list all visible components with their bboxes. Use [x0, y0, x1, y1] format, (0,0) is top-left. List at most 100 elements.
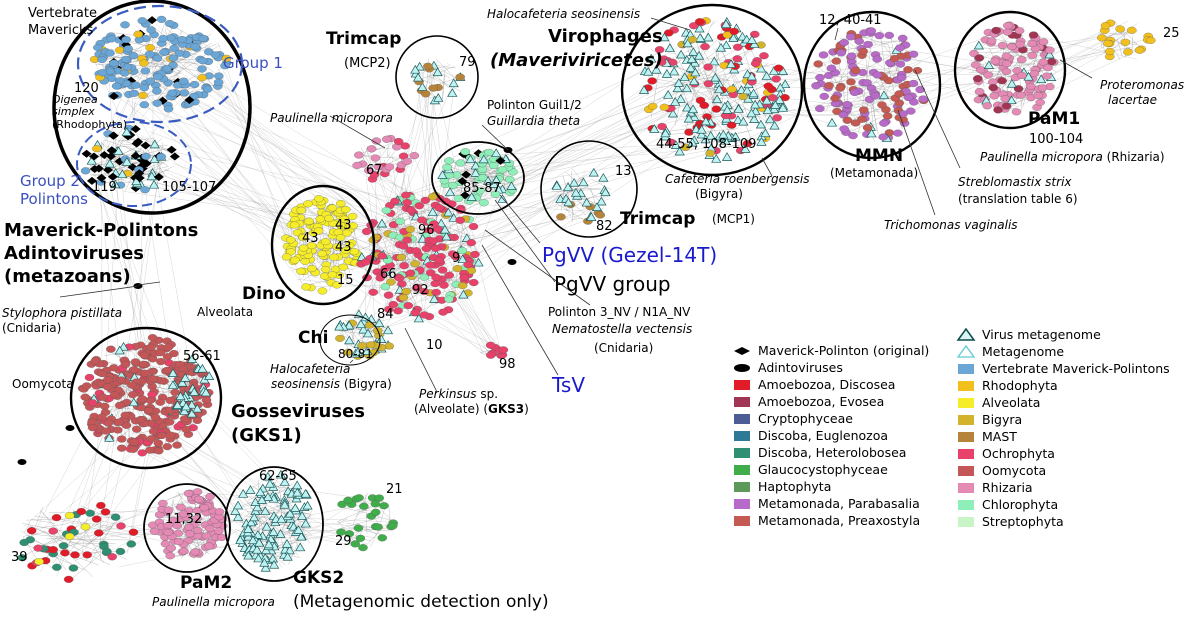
taxon-node: [327, 271, 338, 279]
taxon-node: [176, 503, 186, 511]
taxon-node: [281, 253, 292, 261]
taxon-node: [1033, 91, 1043, 99]
taxon-node: [908, 79, 919, 88]
edge: [39, 510, 77, 549]
taxon-node: [813, 60, 823, 68]
edge: [355, 522, 377, 535]
edge: [395, 188, 581, 209]
taxon-node: [130, 81, 141, 89]
metagenome-node: [149, 154, 160, 164]
taxon-node: [314, 195, 324, 203]
taxon-node: [145, 77, 156, 85]
vertebrate-mavericks-label-2: Mavericks: [28, 23, 94, 38]
metagenome-node: [722, 105, 733, 114]
taxon-node: [434, 256, 445, 264]
legend-label: Oomycota: [982, 463, 1046, 478]
taxon-node: [114, 401, 125, 409]
metagenome-node: [448, 78, 459, 88]
legend-label: Amoebozoa, Discosea: [758, 377, 895, 392]
taxon-node: [120, 360, 131, 368]
taxon-node: [438, 308, 448, 316]
legend-swatch: [734, 414, 750, 424]
metagenome-node: [686, 54, 697, 63]
taxon-node: [204, 524, 215, 532]
taxon-node: [1001, 102, 1012, 110]
taxon-node: [647, 102, 658, 110]
taxon-node: [327, 204, 338, 212]
taxon-node: [379, 502, 389, 510]
taxon-node: [839, 125, 849, 133]
taxon-node: [163, 343, 174, 351]
taxon-node: [192, 416, 203, 424]
metagenome-node: [568, 177, 580, 187]
taxon-node: [144, 406, 154, 415]
taxon-node: [140, 369, 150, 377]
metagenome-node: [344, 320, 355, 330]
metagenome-node: [728, 33, 739, 42]
metagenome-node: [1006, 78, 1017, 88]
taxon-node: [862, 124, 873, 132]
taxon-node: [401, 287, 411, 295]
edge: [1042, 30, 1134, 52]
edge: [573, 187, 601, 190]
taxon-node: [986, 37, 997, 45]
metagenome-node: [268, 559, 280, 569]
metagenome-node: [443, 207, 454, 217]
taxon-node: [131, 425, 142, 433]
edge: [368, 240, 376, 324]
taxon-node: [359, 502, 369, 510]
edge: [829, 81, 887, 91]
taxon-node: [1120, 38, 1131, 46]
edge: [847, 36, 849, 108]
edge: [167, 61, 426, 264]
edge: [421, 20, 719, 215]
edge: [216, 66, 299, 224]
taxon-node: [335, 234, 346, 242]
taxon-node: [457, 247, 468, 255]
trimcap2-sub: (MCP2): [344, 56, 391, 71]
metagenome-node: [1036, 74, 1047, 84]
taxon-node: [87, 424, 98, 432]
taxon-node: [858, 47, 868, 55]
taxon-node: [34, 558, 44, 566]
taxon-node: [344, 530, 355, 538]
taxon-node: [172, 441, 182, 449]
taxon-node: [395, 217, 405, 225]
maverick-polinton-node: [102, 165, 113, 174]
taxon-node: [864, 95, 875, 103]
metagenome-node: [700, 116, 711, 126]
metagenome-node: [711, 94, 723, 104]
legend-swatch: [734, 431, 750, 441]
taxon-node: [329, 253, 339, 261]
taxon-node: [115, 547, 126, 555]
taxon-node: [882, 112, 893, 120]
taxon-node: [106, 345, 116, 353]
taxon-node: [138, 91, 148, 99]
metagenome-node: [414, 61, 425, 71]
metagenome-node: [769, 104, 780, 114]
taxon-node: [1037, 84, 1048, 92]
edge: [1018, 55, 1022, 111]
taxon-node: [120, 21, 130, 29]
metagenome-node: [104, 158, 115, 168]
taxon-node: [301, 283, 311, 291]
metagenome-node: [284, 508, 296, 518]
edge: [363, 519, 391, 548]
pam1-title: PaM1: [1028, 109, 1080, 129]
taxon-node: [139, 101, 150, 109]
metagenome-node: [695, 33, 706, 42]
maverick-polinton-node: [140, 141, 151, 150]
taxon-node: [320, 238, 331, 246]
taxon-node: [114, 418, 124, 426]
pam1-nums: 100-104: [1029, 132, 1083, 147]
taxon-node: [411, 247, 421, 255]
alveolata-label: Alveolata: [197, 305, 253, 319]
taxon-node: [90, 357, 101, 365]
taxon-node: [96, 501, 106, 510]
edge: [46, 538, 132, 541]
taxon-node: [167, 89, 178, 97]
taxon-node: [170, 388, 180, 396]
taxon-node: [162, 65, 172, 73]
metagenome-node: [251, 544, 263, 554]
taxon-node: [430, 280, 441, 288]
